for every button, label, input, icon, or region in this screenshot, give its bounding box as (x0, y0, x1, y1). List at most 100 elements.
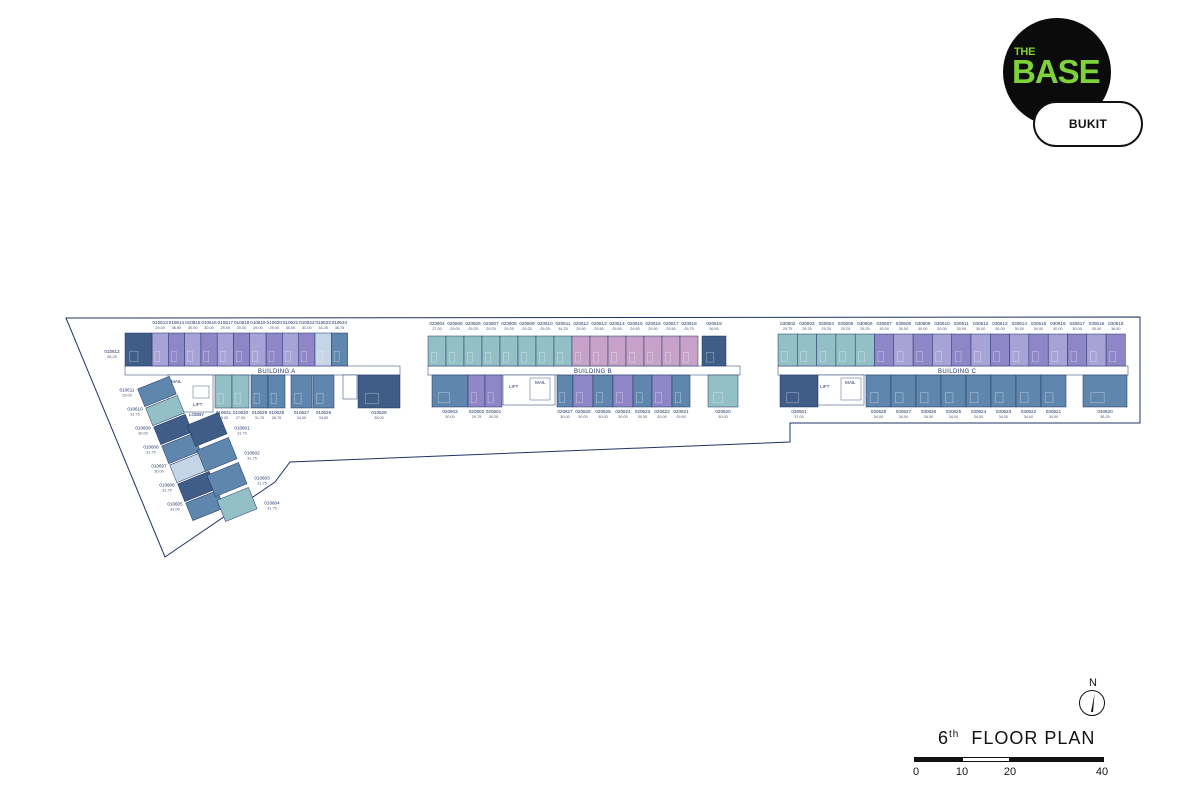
unit-010622 (298, 332, 316, 367)
a-west-area-010612: 56.25 (107, 355, 117, 359)
c-south-id-030622: 030622 (1021, 409, 1037, 414)
unit-020621 (671, 374, 691, 408)
unit-020609 (517, 335, 537, 367)
wing-unit-group-010604 (216, 487, 258, 522)
b-north-area-020617: 29.50 (666, 327, 676, 331)
c-north-id-030615: 030615 (1031, 321, 1047, 326)
unit-030611 (951, 333, 972, 367)
unit-030608-room (897, 351, 904, 363)
logo-the-text: THE (1014, 46, 1036, 58)
b-south-area-020625: 30.00 (598, 415, 608, 419)
unit-020609-room (521, 352, 527, 363)
unit-030614 (1009, 333, 1030, 367)
unit-020626 (572, 374, 594, 408)
c-south-id-030621: 030621 (1046, 409, 1062, 414)
c-north-id-030619: 030619 (1108, 321, 1124, 326)
unit-020605 (445, 335, 465, 367)
unit-030618 (1086, 333, 1107, 367)
c-south-id-030625: 030625 (946, 409, 962, 414)
b-south-area-020623: 30.00 (638, 415, 648, 419)
unit-030628 (865, 374, 892, 408)
unit-020604-room (431, 352, 437, 363)
building-b-label: BUILDING B (574, 369, 612, 375)
unit-030602-room (781, 351, 788, 363)
lift-label-a: LIFT (193, 402, 203, 407)
wing-unit-group-010601 (186, 412, 228, 447)
c-north-id-030608: 030608 (896, 321, 912, 326)
unit-030616 (1047, 333, 1068, 367)
unit-030625-room (945, 392, 954, 404)
site-boundary (65, 316, 1141, 558)
unit-020612 (571, 335, 591, 367)
c-south-id-030620: 030620 (1097, 409, 1113, 414)
b-north-area-020612: 29.50 (576, 327, 586, 331)
a-south-id-010630: 010630 (233, 410, 249, 415)
unit-010615-room (187, 350, 193, 362)
a-wing-west-id-010606: 010606 (159, 483, 175, 488)
b-south-id-020602: 020602 (469, 409, 485, 414)
b-north-id-020616: 020616 (645, 321, 661, 326)
unit-020621-room (675, 392, 681, 404)
a-north-area-010619: 29.00 (253, 326, 263, 330)
mail-label-c: MAIL (845, 380, 856, 385)
c-south-area-030622: 34.00 (1024, 415, 1034, 419)
unit-010629 (250, 374, 269, 409)
a-north-area-010618: 30.00 (237, 326, 247, 330)
unit-020623-room (636, 392, 643, 404)
unit-010626 (312, 374, 335, 409)
unit-010623-room (317, 350, 324, 362)
b-north-id-020608: 020608 (501, 321, 517, 326)
a-south-id-010631: 010631 (216, 410, 232, 415)
unit-010601 (186, 412, 228, 447)
unit-030620 (1082, 374, 1128, 408)
c-north-area-030616: 30.00 (1053, 327, 1063, 331)
b-south-id-020627: 020627 (557, 409, 573, 414)
c-south-id-030626: 030626 (921, 409, 937, 414)
unit-020601 (484, 374, 503, 408)
logo-location-pill: BUKIT (1033, 101, 1143, 147)
c-south-id-030624: 030624 (971, 409, 987, 414)
unit-030609 (912, 333, 933, 367)
unit-030622-room (1020, 392, 1029, 404)
unit-030611-room (954, 351, 962, 363)
unit-030603 (797, 333, 817, 367)
c-north-id-030612: 030612 (973, 321, 989, 326)
c-south-area-030627: 34.00 (899, 415, 909, 419)
a-north-id-010619: 010619 (250, 320, 266, 325)
c-north-id-030618: 030618 (1089, 321, 1105, 326)
c-north-area-030612: 30.00 (976, 327, 986, 331)
unit-030601-room (786, 392, 799, 404)
unit-030616-room (1051, 351, 1058, 363)
b-north-id-020613: 020613 (591, 321, 607, 326)
north-label: N (1089, 677, 1097, 689)
unit-020607 (481, 335, 501, 367)
unit-020611 (553, 335, 573, 367)
unit-020608 (499, 335, 519, 367)
a-north-area-010622: 30.00 (302, 326, 312, 330)
c-north-id-030610: 030610 (934, 321, 950, 326)
a-north-area-010614: 36.50 (172, 326, 182, 330)
unit-020610-room (539, 352, 545, 363)
b-south-id-020620: 020620 (715, 409, 731, 414)
a-south-id-010627: 010627 (294, 410, 310, 415)
unit-010618 (233, 332, 251, 367)
c-north-area-030604: 29.25 (821, 327, 831, 331)
unit-020615-room (629, 352, 635, 363)
unit-020619 (701, 335, 727, 367)
scale-seg-2 (962, 757, 1010, 762)
c-north-area-030602: 29.75 (783, 327, 793, 331)
unit-010624 (331, 332, 348, 367)
c-north-area-030605: 29.25 (841, 327, 851, 331)
lift-label-c: LIFT (820, 384, 830, 389)
unit-010623 (314, 332, 332, 367)
b-south-id-020625: 020625 (595, 409, 611, 414)
unit-030612 (970, 333, 991, 367)
scale-label-40: 40 (1095, 766, 1109, 778)
floor-plan-title: 6th FLOOR PLAN (938, 728, 1095, 749)
a-south-area-010627: 34.00 (297, 416, 307, 420)
unit-030606-room (858, 351, 865, 363)
unit-030610-room (935, 351, 942, 363)
unit-020602-room (470, 392, 477, 404)
unit-010611 (137, 375, 177, 408)
c-north-id-030602: 030602 (780, 321, 796, 326)
